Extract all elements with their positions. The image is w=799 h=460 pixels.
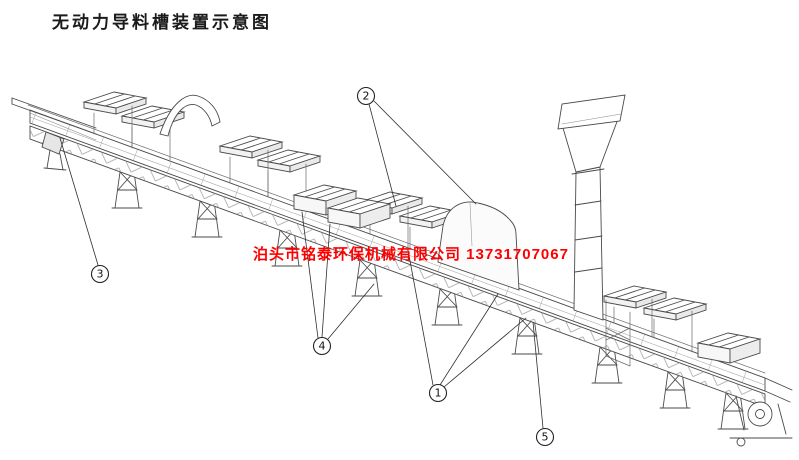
callout-number: 1 (435, 387, 442, 400)
leader-line (443, 317, 527, 388)
duct-mouth (557, 94, 626, 130)
tail-pulley-station (729, 377, 793, 447)
leader-line (59, 137, 99, 266)
callout-circle (535, 427, 555, 447)
callout-circle (356, 86, 376, 106)
leader-line (368, 103, 397, 207)
head-bracket (41, 131, 65, 155)
arched-cover (159, 94, 221, 137)
callout-circle (312, 336, 332, 356)
diagram-title: 无动力导料槽装置示意图 (52, 13, 272, 32)
callout-circle (428, 383, 448, 403)
transition-hopper (437, 201, 520, 291)
leader-lines (59, 100, 544, 429)
callout-4: 4 (312, 336, 332, 356)
duct-support-frame (605, 299, 631, 367)
callouts: 2 3 4 1 5 (90, 86, 555, 447)
callout-circle (90, 264, 110, 284)
leader-line (327, 283, 375, 340)
exhaust-duct (557, 94, 631, 367)
leader-line (321, 223, 331, 338)
leader-line (532, 321, 544, 429)
callout-number: 3 (97, 268, 104, 281)
conveyor-chute-band (27, 104, 766, 408)
leader-line (407, 249, 434, 386)
head-discharge-section (11, 97, 97, 171)
callout-number: 2 (363, 90, 370, 103)
leader-line (373, 100, 477, 205)
callout-5: 5 (535, 427, 555, 447)
leader-line (439, 293, 499, 386)
callout-1: 1 (428, 383, 448, 403)
tail-wheel (736, 437, 746, 447)
callout-3: 3 (90, 264, 110, 284)
watermark-text: 泊头市铭泰环保机械有限公司 13731707067 (253, 246, 569, 263)
callout-number: 4 (319, 340, 326, 353)
leader-line (301, 211, 319, 339)
callout-2: 2 (356, 86, 376, 106)
callout-number: 5 (542, 431, 549, 444)
guide-chute-hood (697, 332, 761, 364)
